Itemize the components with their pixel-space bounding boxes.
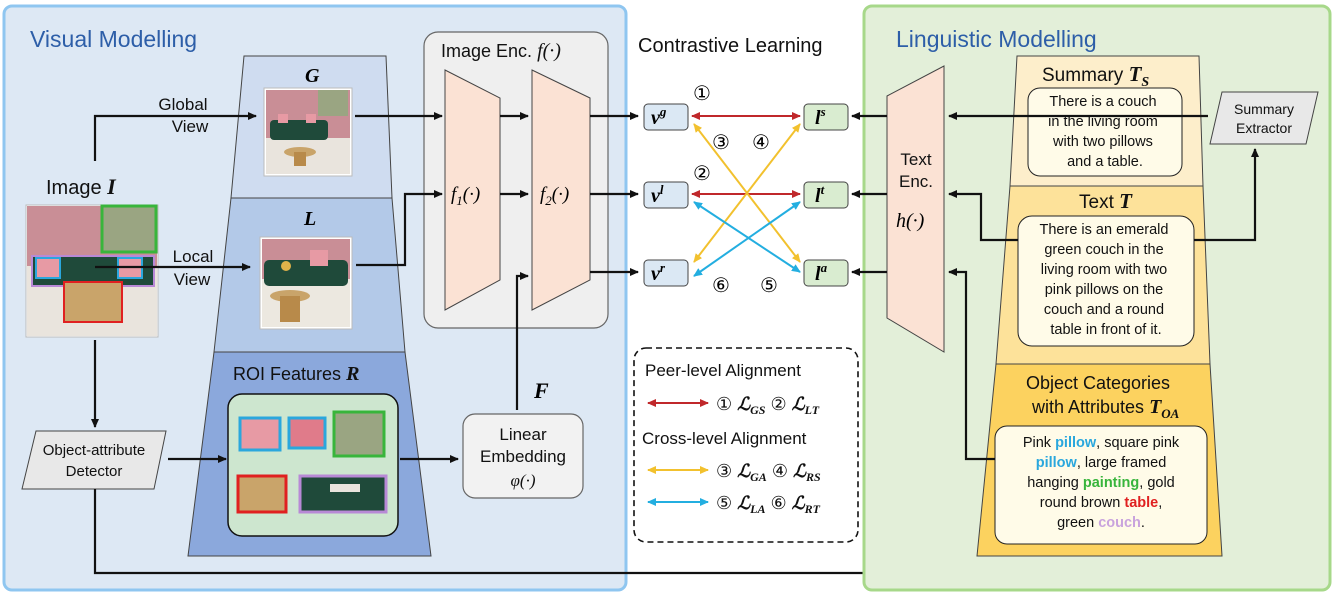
l-node-a: la — [803, 259, 849, 287]
objects-label-2: with Attributes TOA — [1031, 396, 1180, 421]
v-node-g: vg — [643, 103, 689, 131]
summary-label: Summary TS — [1042, 62, 1149, 90]
circled-1: ① — [693, 83, 711, 105]
svg-text:vr: vr — [651, 260, 666, 285]
objects-text-segment: couch — [1098, 515, 1141, 531]
text-encoder — [886, 65, 945, 353]
f1-encoder — [444, 69, 501, 311]
local-view-image — [259, 236, 353, 330]
l-node-t: lt — [803, 181, 849, 209]
f2-label: f2(·) — [540, 184, 569, 208]
global-symbol: G — [305, 65, 320, 87]
roi-crops — [236, 410, 388, 514]
legend-cross-title: Cross-level Alignment — [642, 429, 807, 448]
objects-label: Object Categories — [1026, 373, 1170, 393]
input-image — [25, 204, 159, 338]
summary-text-box — [1027, 87, 1183, 177]
object-attribute-detector — [21, 430, 167, 490]
svg-text:ls: ls — [815, 104, 826, 129]
circled-2: ② — [693, 163, 711, 185]
f1-label: f1(·) — [451, 184, 480, 208]
roi-label: ROI Features R — [233, 363, 359, 385]
objects-text-segment: painting — [1083, 475, 1139, 491]
visual-arrows — [91, 112, 1109, 575]
objects-box — [994, 425, 1208, 545]
linguistic-arrows — [851, 112, 1259, 461]
f2-encoder — [531, 69, 591, 311]
objects-text-segment: pillow — [1036, 455, 1078, 471]
v-node-r: vr — [643, 259, 689, 287]
image-label: Image I — [46, 174, 117, 199]
objects-text-segment: hanging — [1027, 475, 1083, 491]
F-symbol: F — [533, 378, 549, 403]
circled-3: ③ — [712, 132, 730, 154]
alignment-arrows — [691, 112, 801, 277]
svg-text:la: la — [815, 260, 828, 285]
l-node-s: ls — [803, 103, 849, 131]
visual-modelling-title: Visual Modelling — [30, 26, 197, 52]
summary-extractor — [1209, 91, 1319, 145]
svg-text:vg: vg — [651, 104, 667, 129]
svg-text:vl: vl — [651, 182, 664, 207]
objects-text-segment: round brown — [1040, 495, 1125, 511]
legend-peer-title: Peer-level Alignment — [645, 361, 801, 380]
svg-text:lt: lt — [815, 182, 825, 207]
objects-text-segment: , square pink — [1096, 435, 1180, 451]
text-body: There is an emerald green couch in the l… — [1040, 222, 1173, 338]
text-label: Text T — [1079, 189, 1133, 213]
objects-text-segment: table — [1124, 495, 1158, 511]
objects-text-segment: Pink — [1023, 435, 1055, 451]
legend-swatches — [647, 399, 709, 506]
v-node-l: vl — [643, 181, 689, 209]
legend-box — [633, 347, 859, 543]
objects-text-segment: , gold — [1139, 475, 1174, 491]
global-view-image — [263, 87, 353, 177]
circled-5: ⑤ — [760, 275, 778, 297]
objects-text-segment: , large framed — [1077, 455, 1166, 471]
objects-text-segment: . — [1141, 515, 1145, 531]
contrastive-title: Contrastive Learning — [638, 35, 823, 57]
image-encoder-label: Image Enc. f(·) — [441, 40, 561, 62]
linear-embedding-box — [462, 413, 584, 499]
summary-text: There is a couch in the living room with… — [1048, 94, 1162, 170]
objects-text-segment: , — [1158, 495, 1162, 511]
objects-text-segment: green — [1057, 515, 1098, 531]
linguistic-modelling-title: Linguistic Modelling — [896, 26, 1097, 52]
cross-arrow-rt — [693, 201, 801, 277]
text-body-box — [1017, 215, 1195, 347]
legend-row-yellow: ③ ℒGA ④ ℒRS — [716, 461, 821, 484]
circled-6: ⑥ — [712, 275, 730, 297]
circled-4: ④ — [752, 132, 770, 154]
text-encoder-fn: h(·) — [896, 210, 925, 232]
objects-text-segment: pillow — [1055, 435, 1097, 451]
legend-row-blue: ⑤ ℒLA ⑥ ℒRT — [716, 493, 821, 516]
legend-row-peer: ① ℒGS ② ℒLT — [716, 394, 820, 417]
local-symbol: L — [303, 208, 316, 230]
